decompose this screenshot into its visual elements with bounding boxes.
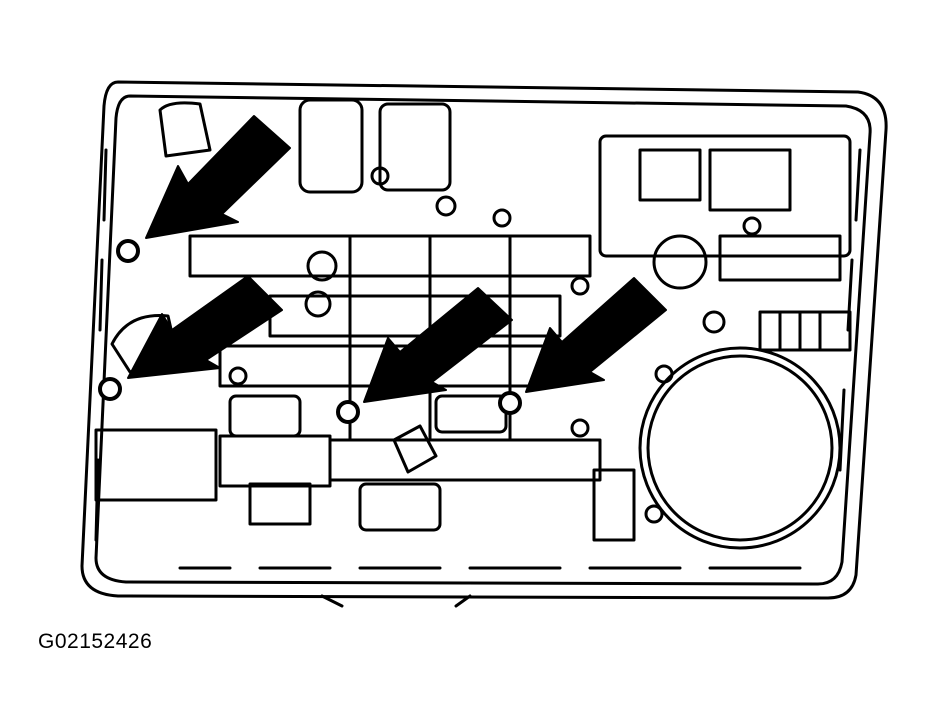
callout-arrow-2 — [127, 275, 283, 379]
callout-arrow-1 — [145, 115, 291, 239]
callout-arrow-4 — [525, 277, 667, 393]
valve-body-outline — [80, 80, 888, 600]
check-ball-3 — [336, 400, 360, 424]
check-ball-1 — [116, 239, 140, 263]
accumulator-bore — [646, 354, 834, 542]
check-ball-2 — [98, 377, 122, 401]
check-ball-4 — [498, 391, 522, 415]
figure-code: G02152426 — [38, 630, 153, 653]
callout-arrow-3 — [363, 287, 513, 403]
gasket-channel — [94, 94, 872, 586]
